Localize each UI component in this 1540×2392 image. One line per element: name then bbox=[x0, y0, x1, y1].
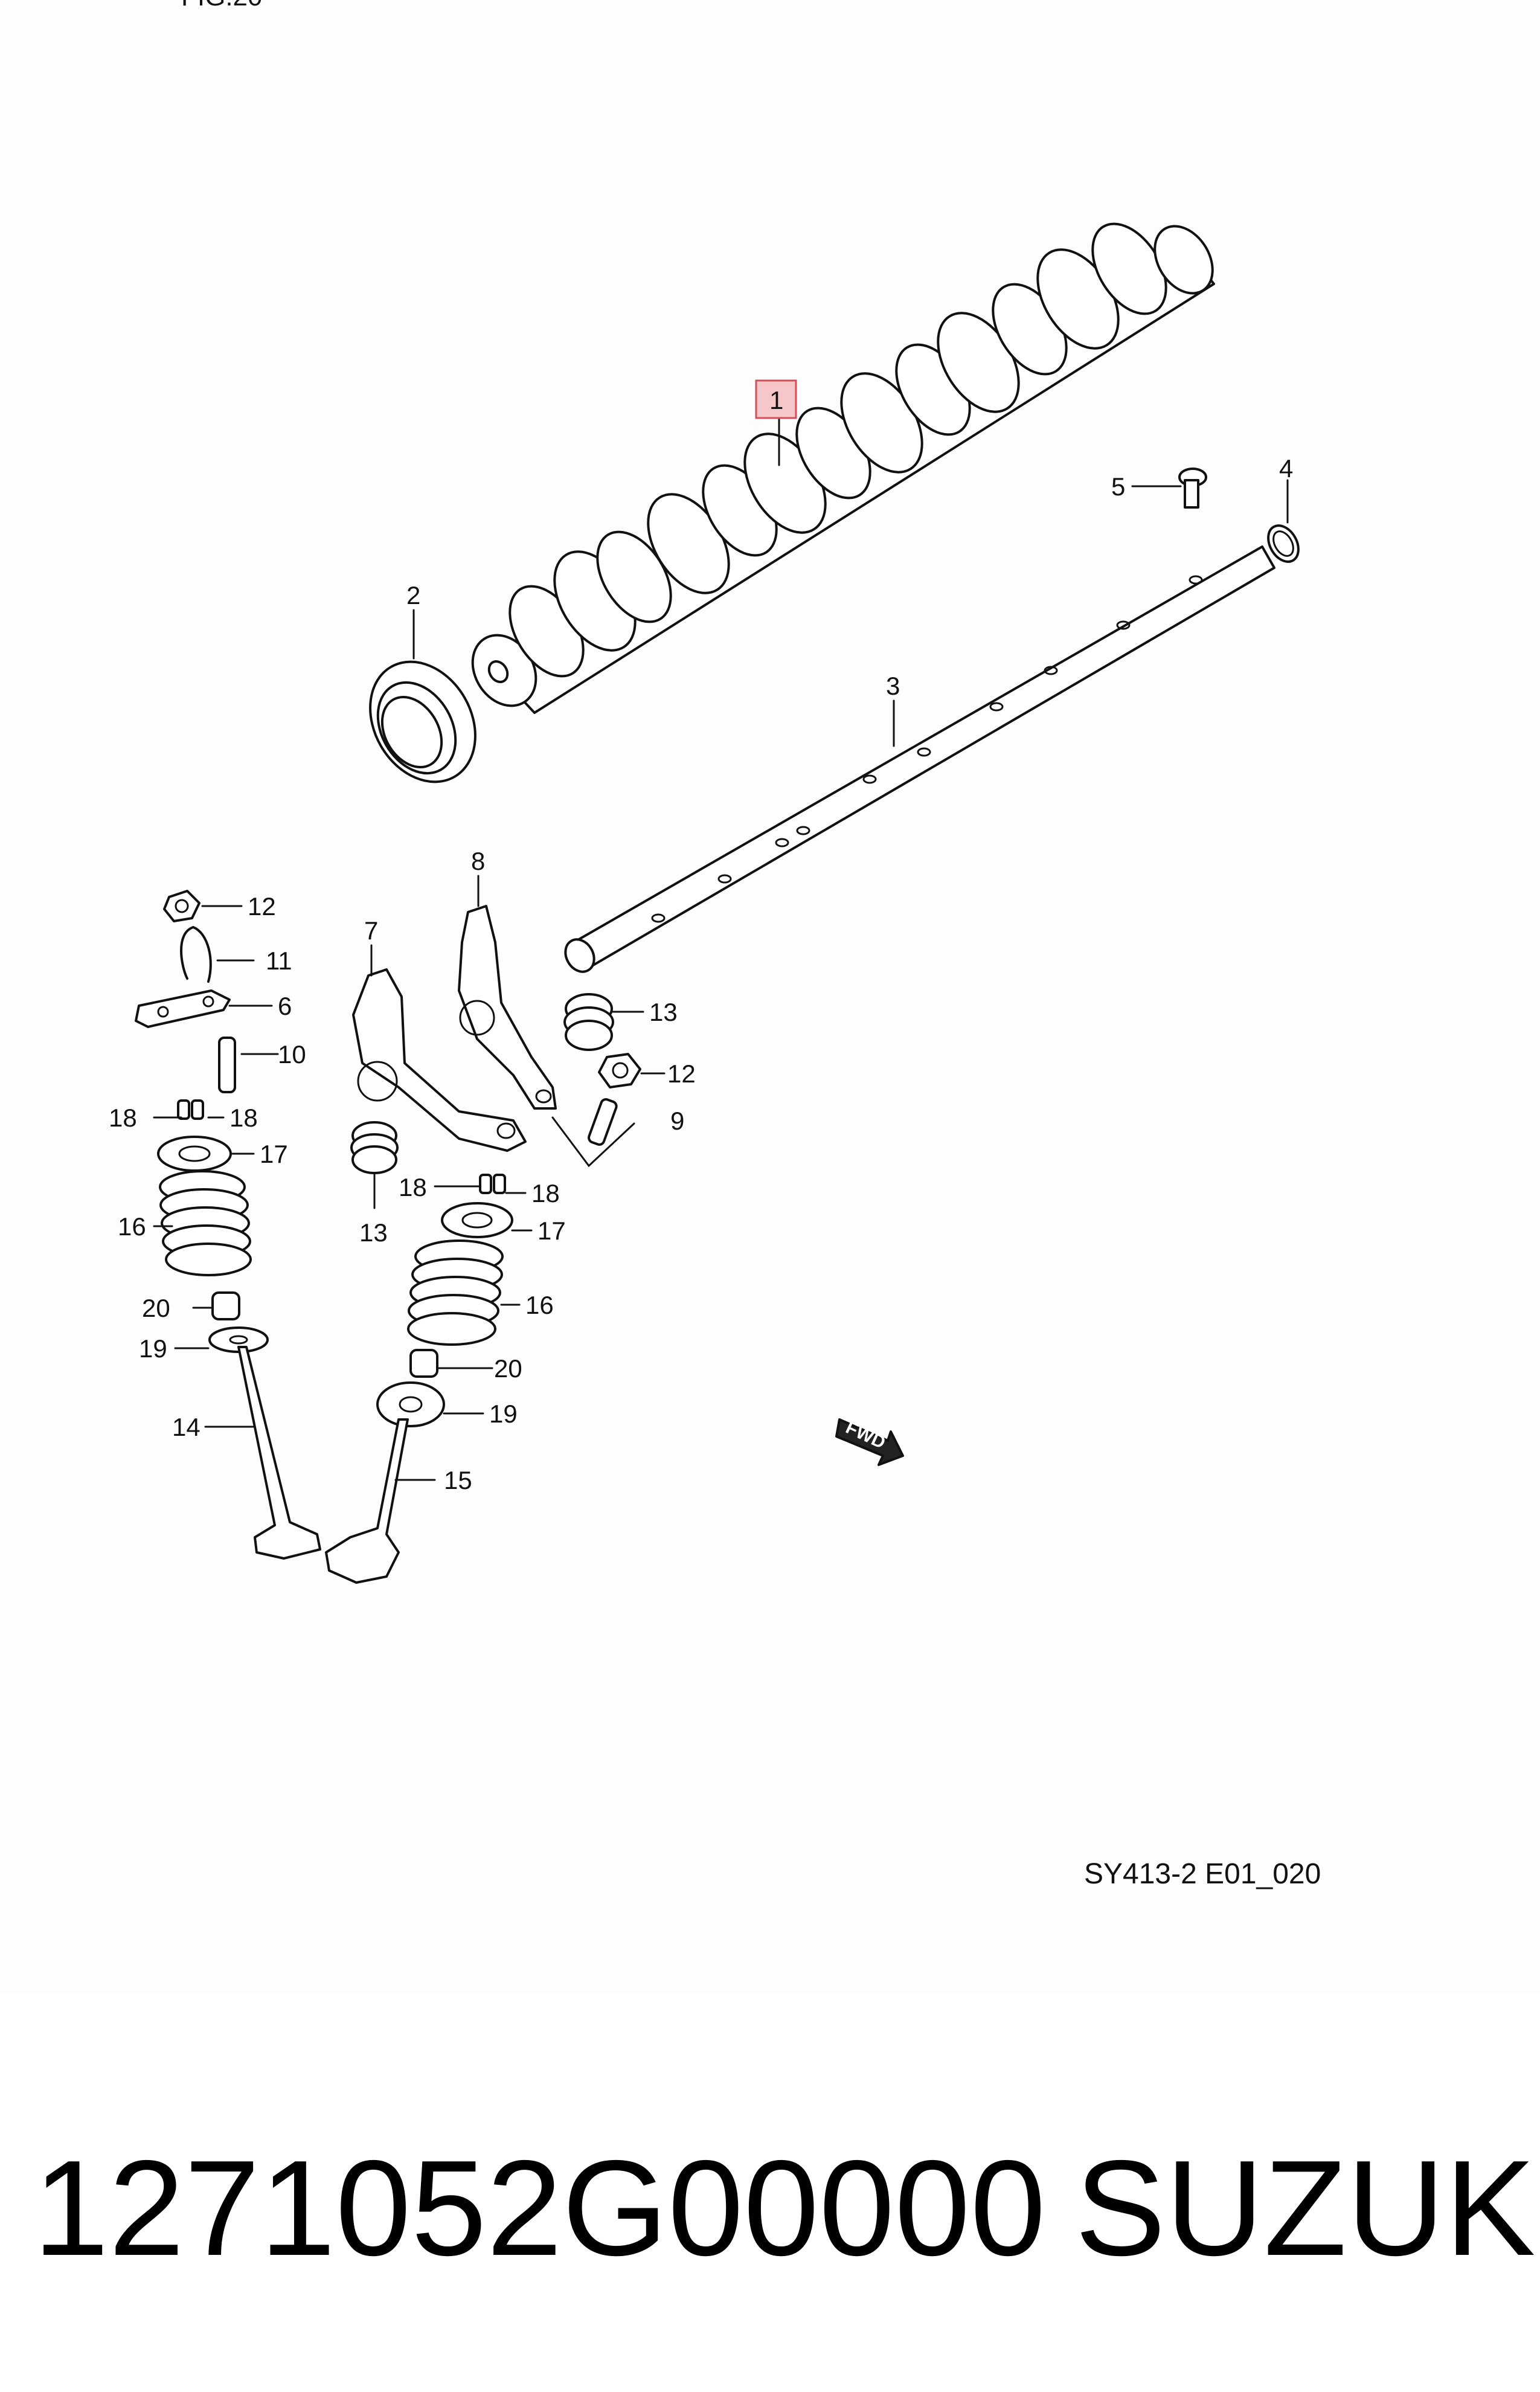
valve-spring-rear[interactable] bbox=[407, 1239, 504, 1346]
forward-direction-arrow: FWD bbox=[835, 1418, 904, 1466]
callout-19-front[interactable]: 19 bbox=[139, 1334, 167, 1363]
callout-16-front[interactable]: 16 bbox=[118, 1212, 146, 1241]
lock-nut-rear[interactable] bbox=[598, 1053, 641, 1088]
figure-header-fragment: FIG.20 bbox=[181, 0, 263, 12]
adjusting-screw-front[interactable] bbox=[218, 1037, 236, 1093]
rocker-arm-shaft[interactable] bbox=[560, 545, 1275, 977]
rocker-plate[interactable] bbox=[135, 989, 231, 1028]
callout-8[interactable]: 8 bbox=[471, 847, 485, 875]
parts-diagram: FIG.20 bbox=[109, 0, 1321, 1890]
callout-12-rear[interactable]: 12 bbox=[667, 1059, 696, 1088]
figure-reference-code: SY413-2 E01_020 bbox=[1084, 1858, 1321, 1890]
callout-19-rear[interactable]: 19 bbox=[489, 1400, 518, 1428]
rocker-spring-front[interactable] bbox=[350, 1121, 399, 1174]
valve-spring-retainer-front[interactable] bbox=[157, 1136, 232, 1172]
intake-valve[interactable] bbox=[237, 1346, 321, 1560]
callout-13-rear[interactable]: 13 bbox=[649, 998, 678, 1026]
callout-20-rear[interactable]: 20 bbox=[494, 1354, 522, 1383]
valve-spring-seat-rear[interactable] bbox=[376, 1381, 445, 1427]
wire-clip[interactable] bbox=[180, 926, 212, 983]
callout-18-front-right[interactable]: 18 bbox=[229, 1104, 258, 1132]
brand-name: SUZUKI bbox=[1075, 2132, 1540, 2284]
oil-seal[interactable] bbox=[349, 643, 496, 801]
o-ring[interactable] bbox=[1262, 520, 1304, 567]
callout-14[interactable]: 14 bbox=[172, 1413, 201, 1441]
callout-13-front[interactable]: 13 bbox=[359, 1218, 388, 1247]
callout-11[interactable]: 11 bbox=[266, 947, 292, 975]
valve-stem-seal-rear[interactable] bbox=[409, 1349, 438, 1378]
callout-9[interactable]: 9 bbox=[670, 1107, 684, 1135]
rocker-arm-exhaust[interactable] bbox=[458, 905, 557, 1110]
valve-cotters-front[interactable] bbox=[177, 1099, 204, 1120]
callout-5[interactable]: 5 bbox=[1111, 472, 1125, 501]
callout-3[interactable]: 3 bbox=[886, 672, 900, 700]
camshaft[interactable] bbox=[460, 211, 1224, 718]
exhaust-valve[interactable] bbox=[325, 1418, 409, 1584]
callout-18-rear-right[interactable]: 18 bbox=[531, 1179, 560, 1207]
part-number: 1271052G00000 bbox=[33, 2132, 1046, 2284]
valve-stem-seal-front[interactable] bbox=[211, 1291, 240, 1320]
callout-10[interactable]: 10 bbox=[278, 1040, 306, 1069]
valve-spring-front[interactable] bbox=[159, 1170, 252, 1276]
rocker-spring-rear[interactable] bbox=[563, 993, 614, 1051]
exploded-view-drawing: FWD bbox=[109, 211, 1304, 1584]
callout-15[interactable]: 15 bbox=[444, 1466, 472, 1494]
adjusting-screw-rear[interactable] bbox=[588, 1098, 618, 1146]
leader-lines bbox=[153, 416, 1289, 1481]
screw[interactable] bbox=[1178, 468, 1207, 509]
valve-cotters-rear[interactable] bbox=[479, 1174, 506, 1194]
part-caption: 1271052G00000 SUZUKI bbox=[33, 2132, 1540, 2284]
callout-18-rear-left[interactable]: 18 bbox=[399, 1173, 427, 1201]
callout-4[interactable]: 4 bbox=[1279, 454, 1293, 483]
valve-spring-retainer-rear[interactable] bbox=[441, 1202, 513, 1238]
lock-nut-front[interactable] bbox=[163, 890, 201, 922]
callout-20-front[interactable]: 20 bbox=[142, 1294, 170, 1322]
callout-17-front[interactable]: 17 bbox=[260, 1140, 288, 1168]
callout-2[interactable]: 2 bbox=[406, 581, 420, 609]
callout-6[interactable]: 6 bbox=[278, 992, 292, 1020]
callout-1[interactable]: 1 bbox=[769, 386, 783, 414]
highlight-box-callout-1 bbox=[755, 379, 797, 419]
callout-12-front[interactable]: 12 bbox=[248, 892, 276, 921]
rocker-arm-intake[interactable] bbox=[352, 968, 527, 1152]
callout-18-front-left[interactable]: 18 bbox=[109, 1104, 137, 1132]
callout-7[interactable]: 7 bbox=[364, 916, 378, 945]
callout-16-rear[interactable]: 16 bbox=[525, 1291, 554, 1319]
callout-17-rear[interactable]: 17 bbox=[537, 1217, 566, 1245]
